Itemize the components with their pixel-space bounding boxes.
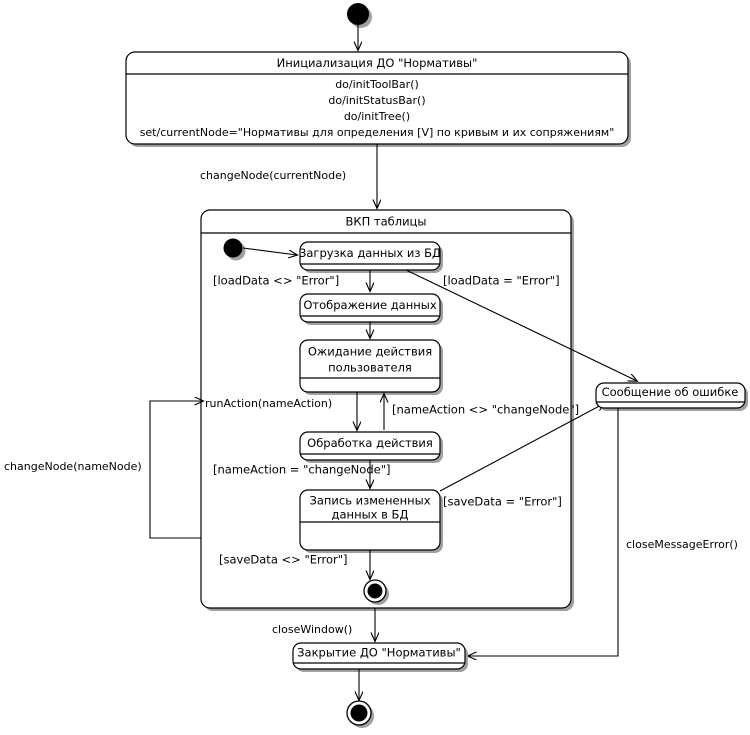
- state-composite-table[interactable]: ВКП таблицы: [200, 209, 574, 611]
- state-show-data[interactable]: Отображение данных: [299, 293, 443, 325]
- state-wait-user-action-title-line2: пользователя: [328, 361, 412, 375]
- label-close-window: closeWindow(): [272, 623, 352, 636]
- state-process-action[interactable]: Обработка действия: [299, 431, 443, 463]
- label-save-error: [saveData = "Error"]: [443, 495, 562, 509]
- state-wait-user-action-title-line1: Ожидание действия: [308, 345, 432, 359]
- state-show-data-title: Отображение данных: [303, 298, 437, 312]
- state-initialization-action-1: do/initStatusBar(): [328, 94, 425, 107]
- label-load-error: [loadData = "Error"]: [443, 274, 560, 288]
- final-node-bottom: [346, 700, 374, 728]
- state-process-action-title: Обработка действия: [307, 436, 433, 450]
- state-composite-title: ВКП таблицы: [346, 215, 427, 229]
- initial-node-top: [347, 3, 372, 28]
- label-change-node-current: changeNode(currentNode): [200, 169, 346, 182]
- state-initialization-action-3: set/currentNode="Нормативы для определен…: [140, 126, 615, 139]
- label-run-action: runAction(nameAction): [205, 397, 332, 410]
- edge-inner-init-to-load: [242, 247, 297, 255]
- state-error-message[interactable]: Сообщение об ошибке: [595, 382, 748, 411]
- state-initialization-action-0: do/initToolBar(): [335, 78, 419, 91]
- state-save-data[interactable]: Запись измененных данных в БД: [299, 489, 443, 553]
- label-name-action-change: [nameAction = "changeNode"]: [213, 463, 390, 477]
- label-save-ok: [saveData <> "Error"]: [219, 553, 348, 567]
- state-error-message-title: Сообщение об ошибке: [602, 385, 739, 399]
- edge-load-to-error: [405, 269, 637, 381]
- state-initialization[interactable]: Инициализация ДО "Нормативы" do/initTool…: [125, 51, 631, 147]
- label-change-node-name: changeNode(nameNode): [4, 460, 142, 473]
- final-node-inner: [363, 579, 389, 605]
- state-save-data-title-line2: данных в БД: [332, 508, 409, 522]
- state-closing-title: Закрытие ДО "Нормативы": [297, 646, 461, 660]
- state-initialization-title: Инициализация ДО "Нормативы": [277, 56, 478, 70]
- state-initialization-action-2: do/initTree(): [344, 110, 410, 123]
- edge-save-to-error: [439, 403, 605, 492]
- state-save-data-title-line1: Запись измененных: [309, 494, 430, 508]
- edge-error-to-closing: [468, 408, 619, 656]
- state-wait-user-action[interactable]: Ожидание действия пользователя: [299, 339, 443, 395]
- edge-change-node-loop: [149, 400, 201, 539]
- label-close-message-error: closeMessageError(): [626, 538, 738, 551]
- state-closing[interactable]: Закрытие ДО "Нормативы": [292, 642, 468, 672]
- label-name-action-not-change: [nameAction <> "changeNode"]: [392, 403, 579, 417]
- state-load-data-title: Загрузка данных из БД: [299, 246, 441, 260]
- initial-node-inner: [223, 238, 246, 261]
- state-load-data[interactable]: Загрузка данных из БД: [299, 241, 443, 273]
- label-load-ok: [loadData <> "Error"]: [213, 274, 339, 288]
